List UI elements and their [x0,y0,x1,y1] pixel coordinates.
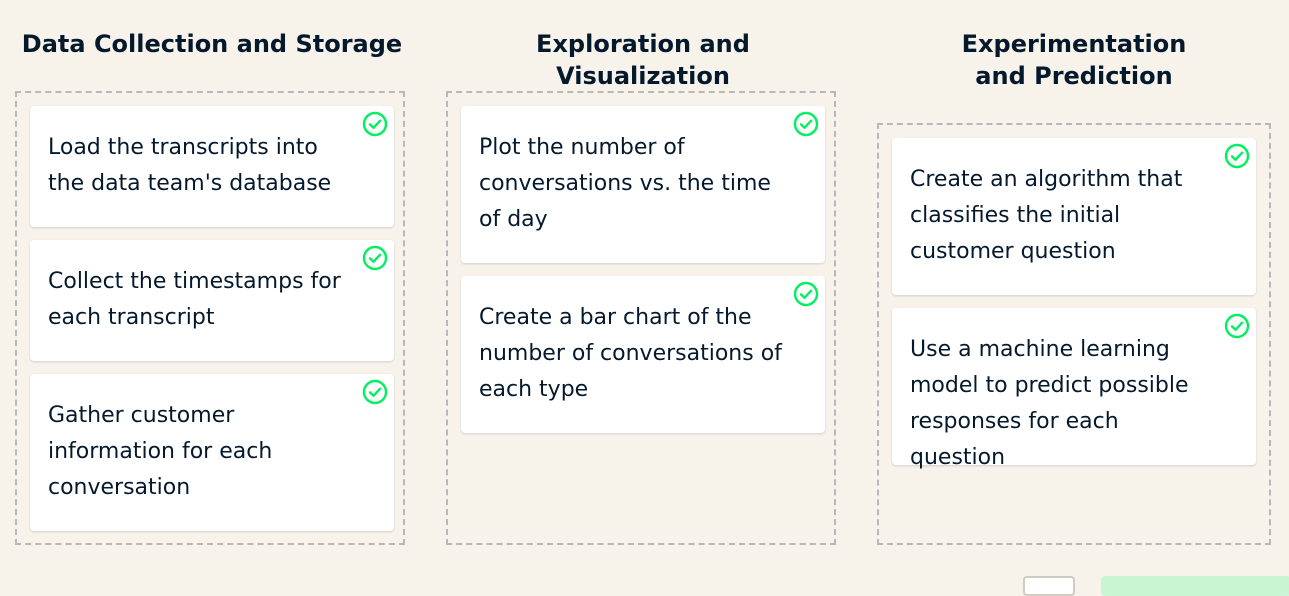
check-circle-icon [362,111,388,137]
check-circle-icon [793,111,819,137]
column-title: Experimentation and Prediction [961,30,1187,90]
card-text: Collect the timestamps for each transcri… [48,269,341,330]
column-title: Exploration and Visualization [536,30,750,90]
draggable-card[interactable]: Load the transcripts into the data team'… [30,106,394,227]
dropzone[interactable]: Create an algorithm that classifies the … [877,123,1271,545]
draggable-card[interactable]: Gather customer information for each con… [30,374,394,531]
submit-button[interactable] [1101,576,1289,596]
card-text: Gather customer information for each con… [48,403,273,500]
card-text: Create a bar chart of the number of conv… [479,305,782,402]
card-text: Create an algorithm that classifies the … [910,167,1183,264]
draggable-card[interactable]: Create a bar chart of the number of conv… [461,276,825,433]
check-circle-icon [362,379,388,405]
card-text: Use a machine learning model to predict … [910,337,1189,470]
column-title: Data Collection and Storage [21,30,403,58]
dropzone[interactable]: Load the transcripts into the data team'… [15,91,405,545]
card-text: Load the transcripts into the data team'… [48,135,332,196]
draggable-card[interactable]: Plot the number of conversations vs. the… [461,106,825,263]
check-circle-icon [793,281,819,307]
secondary-button[interactable] [1023,576,1075,596]
dropzone[interactable]: Plot the number of conversations vs. the… [446,91,836,545]
draggable-card[interactable]: Use a machine learning model to predict … [892,308,1256,470]
check-circle-icon [1224,143,1250,169]
check-circle-icon [362,245,388,271]
draggable-card[interactable]: Create an algorithm that classifies the … [892,138,1256,295]
check-circle-icon [1224,313,1250,339]
draggable-card[interactable]: Collect the timestamps for each transcri… [30,240,394,361]
card-text: Plot the number of conversations vs. the… [479,135,771,232]
